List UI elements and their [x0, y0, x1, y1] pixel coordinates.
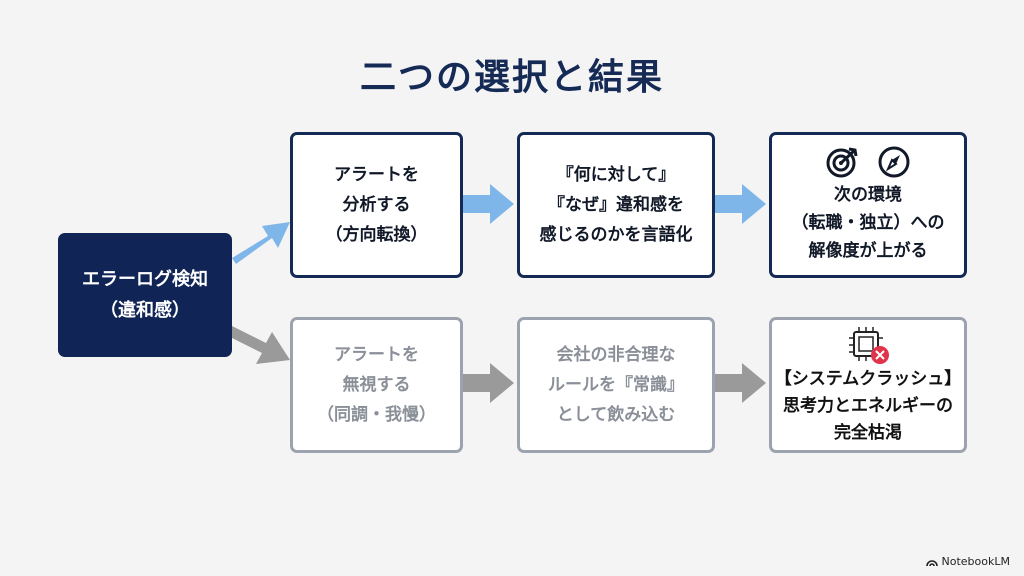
start-line-1: エラーログ検知 [82, 269, 208, 290]
bottom-box-3-line-3: 完全枯渇 [834, 422, 902, 443]
arrow-bottom-2-3 [715, 363, 766, 403]
notebooklm-icon [925, 559, 938, 566]
bottom-box-3-line-1: 【システムクラッシュ】 [774, 368, 962, 389]
top-box-3-line-2: （転職・独立）への [791, 213, 945, 233]
top-box-next-environment: 次の環境 （転職・独立）への 解像度が上がる [769, 132, 967, 278]
top-box-3-icons [825, 145, 911, 179]
arrow-start-to-bottom [228, 326, 290, 364]
bottom-box-crash: 【システムクラッシュ】 思考力とエネルギーの 完全枯渇 [769, 317, 967, 453]
bottom-box-accept: 会社の非合理な ルールを『常識』 として飲み込む [517, 317, 715, 453]
top-box-1-line-1: アラートを [334, 165, 419, 185]
top-box-3-line-3: 解像度が上がる [808, 241, 928, 261]
bottom-box-3-line-2: 思考力とエネルギーの [783, 395, 953, 416]
start-node: エラーログ検知 （違和感） [58, 233, 232, 357]
arrow-top-1-2 [463, 184, 514, 224]
arrow-bottom-1-2 [463, 363, 514, 403]
top-box-analyze: アラートを 分析する （方向転換） [290, 132, 463, 278]
bottom-box-2-line-3: として飲み込む [556, 405, 676, 425]
top-box-2-line-3: 感じるのかを言語化 [539, 225, 693, 245]
start-line-2: （違和感） [100, 300, 190, 321]
top-box-2-line-1: 『何に対して』 [556, 165, 676, 185]
chip-error-icon [849, 326, 889, 364]
notebooklm-logo: NotebookLM [925, 555, 1010, 568]
bottom-box-1-line-3: （同調・我慢） [317, 405, 436, 425]
top-box-1-line-3: （方向転換） [325, 225, 428, 245]
compass-icon [878, 146, 910, 178]
logo-text: NotebookLM [941, 555, 1010, 568]
top-box-3-line-1: 次の環境 [834, 185, 902, 205]
bottom-box-ignore: アラートを 無視する （同調・我慢） [290, 317, 463, 453]
target-icon [826, 147, 858, 178]
bottom-box-2-line-2: ルールを『常識』 [548, 375, 684, 395]
top-box-verbalize: 『何に対して』 『なぜ』違和感を 感じるのかを言語化 [517, 132, 715, 278]
arrow-top-2-3 [715, 184, 766, 224]
bottom-box-1-line-1: アラートを [334, 345, 419, 365]
top-box-1-line-2: 分析する [342, 195, 411, 215]
arrow-start-to-top [232, 222, 290, 264]
page-title: 二つの選択と結果 [359, 57, 664, 98]
bottom-box-1-line-2: 無視する [342, 375, 411, 395]
bottom-box-2-line-1: 会社の非合理な [556, 345, 676, 365]
top-box-2-line-2: 『なぜ』違和感を [548, 195, 684, 215]
